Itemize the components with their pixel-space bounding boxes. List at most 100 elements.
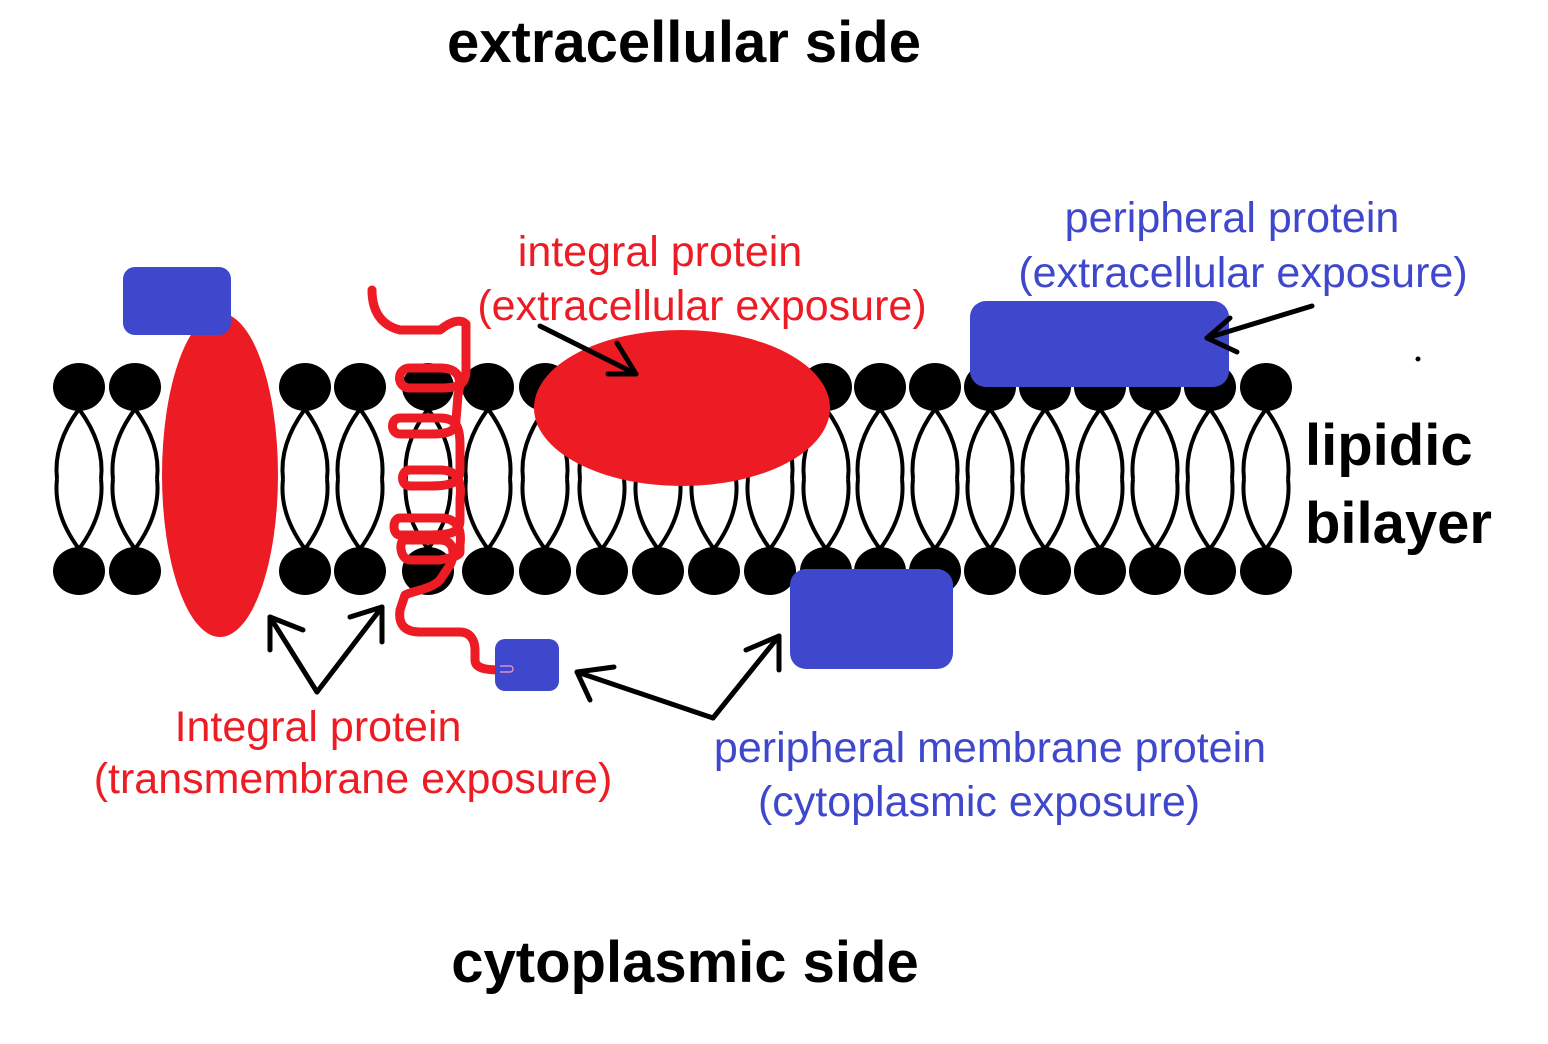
lipid-head <box>1184 547 1236 595</box>
arrow-head-cytoplasmic-left <box>574 664 617 703</box>
bilayer-label-line2: bilayer <box>1305 491 1492 556</box>
lipid-tail <box>54 407 81 480</box>
lipid-tail <box>878 478 905 551</box>
label-peripheral-extracellular-line1: peripheral protein <box>1065 194 1400 242</box>
lipid-tail <box>1020 407 1047 480</box>
lipid-tail <box>463 407 490 480</box>
lipid-head <box>1019 547 1071 595</box>
lipid-head <box>53 547 105 595</box>
lipid-head <box>109 547 161 595</box>
lipid-tail <box>463 478 490 551</box>
lipid-head <box>279 547 331 595</box>
lipid-tail <box>577 478 604 551</box>
lipid-head <box>519 547 571 595</box>
lipid-tail <box>358 407 385 480</box>
lipid-tail <box>768 478 795 551</box>
arrow-head-peripheral-extracellular <box>1204 315 1240 355</box>
peripheral-protein-large-cytoplasmic <box>790 569 953 669</box>
arrow-cytoplasmic-right <box>710 633 782 721</box>
lipid-tail <box>965 478 992 551</box>
lipid-tail <box>633 478 660 551</box>
arrow-head-integral-extracellular <box>605 340 639 377</box>
lipid-head <box>1240 547 1292 595</box>
lipid-tail <box>335 407 362 480</box>
lipid-tail <box>988 407 1015 480</box>
lipid-tail <box>1208 407 1235 480</box>
lipid-tail <box>965 407 992 480</box>
lipid-head <box>1074 547 1126 595</box>
lipid-tail <box>77 478 104 551</box>
arrow-transmembrane-right <box>314 604 385 695</box>
arrow-head-cytoplasmic-right <box>743 633 782 673</box>
lipid-tail <box>335 478 362 551</box>
lipid-tail <box>358 478 385 551</box>
label-peripheral-cytoplasmic-line2: (cytoplasmic exposure) <box>758 778 1200 826</box>
lipid-tail <box>1185 478 1212 551</box>
lipid-head <box>854 363 906 411</box>
lipid-tail <box>486 478 513 551</box>
lipid-tail <box>1264 478 1291 551</box>
label-integral-extracellular-line1: integral protein <box>518 228 802 276</box>
lipid-head <box>334 363 386 411</box>
arrow-peripheral-extracellular <box>1204 303 1315 341</box>
lipid-tail <box>1185 407 1212 480</box>
lipid-head <box>334 547 386 595</box>
lipid-tail <box>303 478 330 551</box>
peripheral-protein-top-left <box>123 267 231 335</box>
lipid-tail <box>1020 478 1047 551</box>
lipid-tail <box>1043 478 1070 551</box>
lipid-head <box>462 363 514 411</box>
lipid-head <box>1240 363 1292 411</box>
lipid-head <box>744 547 796 595</box>
title-extracellular-side: extracellular side <box>447 10 921 75</box>
lipid-tail <box>303 407 330 480</box>
title-cytoplasmic-side: cytoplasmic side <box>451 930 918 995</box>
lipid-tail <box>878 407 905 480</box>
lipid-tail <box>1241 478 1268 551</box>
lipid-head <box>462 547 514 595</box>
arrow-cytoplasmic-left <box>574 669 716 721</box>
lipid-tail <box>855 478 882 551</box>
lipid-tail <box>1098 478 1125 551</box>
lipid-tail <box>1098 407 1125 480</box>
helix-end-marker <box>500 665 514 673</box>
lipid-tail <box>824 407 851 480</box>
arrow-integral-extracellular <box>537 323 639 377</box>
lipid-tail <box>824 478 851 551</box>
lipid-head <box>632 547 684 595</box>
lipid-tail <box>1208 478 1235 551</box>
lipid-tail <box>712 478 739 551</box>
lipid-head <box>279 363 331 411</box>
lipid-tail <box>933 478 960 551</box>
lipid-tail <box>1075 407 1102 480</box>
integral-protein-helix <box>367 285 505 675</box>
lipid-tail <box>1130 407 1157 480</box>
arrow-transmembrane-left <box>267 614 320 695</box>
label-integral-extracellular-line2: (extracellular exposure) <box>477 282 926 330</box>
peripheral-protein-top-right <box>970 301 1229 387</box>
label-integral-transmembrane-line1: Integral protein <box>175 703 462 751</box>
lipid-tail <box>1264 407 1291 480</box>
peripheral-protein-small-cytoplasmic <box>495 639 559 691</box>
lipid-head <box>909 363 961 411</box>
lipid-tail <box>520 478 547 551</box>
lipid-tail <box>745 478 772 551</box>
lipid-head <box>576 547 628 595</box>
lipid-tail <box>133 407 160 480</box>
lipid-tail <box>1043 407 1070 480</box>
lipid-head <box>1129 547 1181 595</box>
lipid-tail <box>910 407 937 480</box>
lipid-tail <box>656 478 683 551</box>
label-peripheral-cytoplasmic-line1: peripheral membrane protein <box>714 724 1266 772</box>
lipid-tail <box>110 478 137 551</box>
arrow-head-transmembrane-right <box>347 604 385 645</box>
lipid-head <box>964 547 1016 595</box>
lipid-tail <box>1153 478 1180 551</box>
lipid-tail <box>1130 478 1157 551</box>
lipid-tail <box>486 407 513 480</box>
lipid-tail <box>280 407 307 480</box>
arrow-head-transmembrane-left <box>267 614 306 653</box>
stray-dot <box>1415 356 1421 362</box>
lipid-head <box>109 363 161 411</box>
lipid-tail <box>77 407 104 480</box>
